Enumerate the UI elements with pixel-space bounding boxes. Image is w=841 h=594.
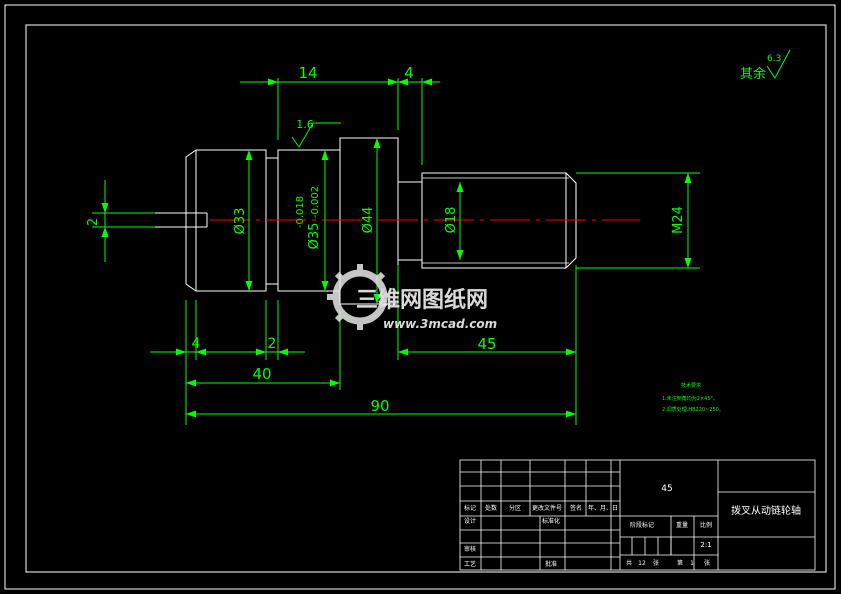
tech-notes-line-2: 2.调质处理,HB220~250。 (662, 406, 724, 413)
dim-length-4-bottom: 4 (192, 336, 201, 352)
inner-border (25, 24, 827, 573)
dim-length-90: 90 (370, 397, 389, 415)
roughness-value-rest: 6.3 (767, 54, 781, 64)
label-scale: 比例 (700, 521, 712, 529)
dim-length-45: 45 (477, 335, 496, 353)
header-count: 处数 (485, 504, 497, 512)
header-zone: 分区 (509, 504, 521, 512)
title-part-name: 拨叉从动链轮轴 (731, 504, 801, 517)
dim-diameter-33: Ø33 (233, 208, 248, 235)
roughness-mark-local (291, 122, 341, 148)
dim-tolerance-lower: -0.002 (310, 186, 321, 218)
header-doc-number: 更改文件号 (532, 504, 562, 512)
roughness-value-local: 1.6 (296, 118, 314, 131)
arrow-90-left (186, 410, 196, 418)
title-block (459, 459, 816, 571)
arrow-d33-bottom (245, 281, 253, 291)
title-block-frame (459, 459, 816, 571)
header-mark: 标记 (464, 504, 476, 512)
dim-diameter-18: Ø18 (444, 207, 459, 234)
header-signature: 签名 (570, 504, 582, 512)
arrow-m24-bottom (684, 258, 692, 268)
label-sheet-unit: 张 (704, 559, 710, 567)
arrow-40-right (330, 379, 340, 387)
watermark-url: www.3mcad.com (383, 317, 497, 331)
shaft-undercut (397, 181, 423, 261)
dim-thread-m24: M24 (671, 206, 686, 234)
dim-tolerance-upper: -0.018 (295, 196, 306, 228)
title-material: 45 (661, 484, 672, 494)
arrow-2-b (278, 348, 288, 356)
label-approve: 批准 (545, 560, 557, 568)
arrow-14-left (268, 78, 278, 86)
dim-length-4-top: 4 (404, 64, 414, 82)
dim-length-2: 2 (268, 336, 277, 352)
arrow-d2-top (101, 203, 109, 213)
arrow-90-right (566, 410, 576, 418)
arrow-4-b (196, 348, 206, 356)
value-total-sheets: 12 (638, 560, 646, 567)
watermark: 三维网图纸网 www.3mcad.com (327, 264, 497, 331)
arrow-45-left (398, 348, 408, 356)
arrow-4-left (398, 78, 408, 86)
header-date: 年、月、日 (588, 504, 618, 512)
label-sheets: 张 (653, 559, 659, 567)
arrow-d44-bottom (373, 294, 381, 304)
label-weight: 重量 (676, 521, 688, 529)
technical-notes: 技术要求 1.未注倒角均为2×45°。 2.调质处理,HB220~250。 (662, 382, 724, 413)
outer-border (4, 4, 836, 590)
dim-diameter-2: 2 (86, 218, 101, 226)
arrow-4-a (176, 348, 186, 356)
arrow-d35-top (321, 150, 329, 160)
arrow-d44-top (373, 138, 381, 148)
dim-diameter-35: Ø35 (307, 223, 322, 250)
label-check: 审核 (464, 545, 476, 553)
label-standardization: 标准化 (542, 517, 560, 525)
label-total: 共 (626, 559, 632, 567)
title-block-texts: 45 拨叉从动链轮轴 标记 处数 分区 更改文件号 签名 年、月、日 设计 标准… (464, 484, 801, 568)
roughness-symbol-rest: 其余 6.3 (740, 49, 791, 82)
arrow-40-left (186, 379, 196, 387)
arrow-45-right (566, 348, 576, 356)
shaft-outline (154, 137, 577, 305)
dim-length-14: 14 (298, 64, 317, 82)
roughness-symbol-local: 1.6 (291, 118, 341, 148)
watermark-brand: 三维网图纸网 (356, 287, 488, 313)
label-design: 设计 (464, 517, 476, 525)
label-stage-mark: 阶段标记 (630, 521, 654, 529)
dim-diameter-44: Ø44 (361, 207, 376, 234)
arrow-2-a (256, 348, 266, 356)
roughness-rest-label: 其余 (740, 66, 766, 82)
arrow-d33-top (245, 150, 253, 160)
shaft-groove (265, 157, 279, 285)
tech-notes-line-1: 1.未注倒角均为2×45°。 (662, 395, 718, 402)
dim-length-40: 40 (252, 365, 271, 383)
gear-icon (327, 264, 388, 330)
arrow-d18-bottom (456, 250, 464, 260)
value-scale: 2:1 (700, 541, 711, 549)
label-page: 第 (677, 559, 683, 567)
arrow-d35-bottom (321, 281, 329, 291)
arrow-m24-top (684, 173, 692, 183)
arrow-d2-bottom (101, 227, 109, 237)
dimension-lines (92, 78, 700, 425)
tech-notes-title: 技术要求 (681, 382, 701, 389)
roughness-mark-rest (766, 49, 791, 79)
value-page-number: 1 (690, 560, 694, 567)
dimension-labels: 14 4 4 2 45 40 90 2 Ø33 Ø35 -0.018 -0.00… (86, 64, 686, 415)
arrow-14-right (388, 78, 398, 86)
arrow-d18-top (456, 182, 464, 192)
label-process: 工艺 (464, 560, 476, 568)
arrow-4-right (422, 78, 432, 86)
